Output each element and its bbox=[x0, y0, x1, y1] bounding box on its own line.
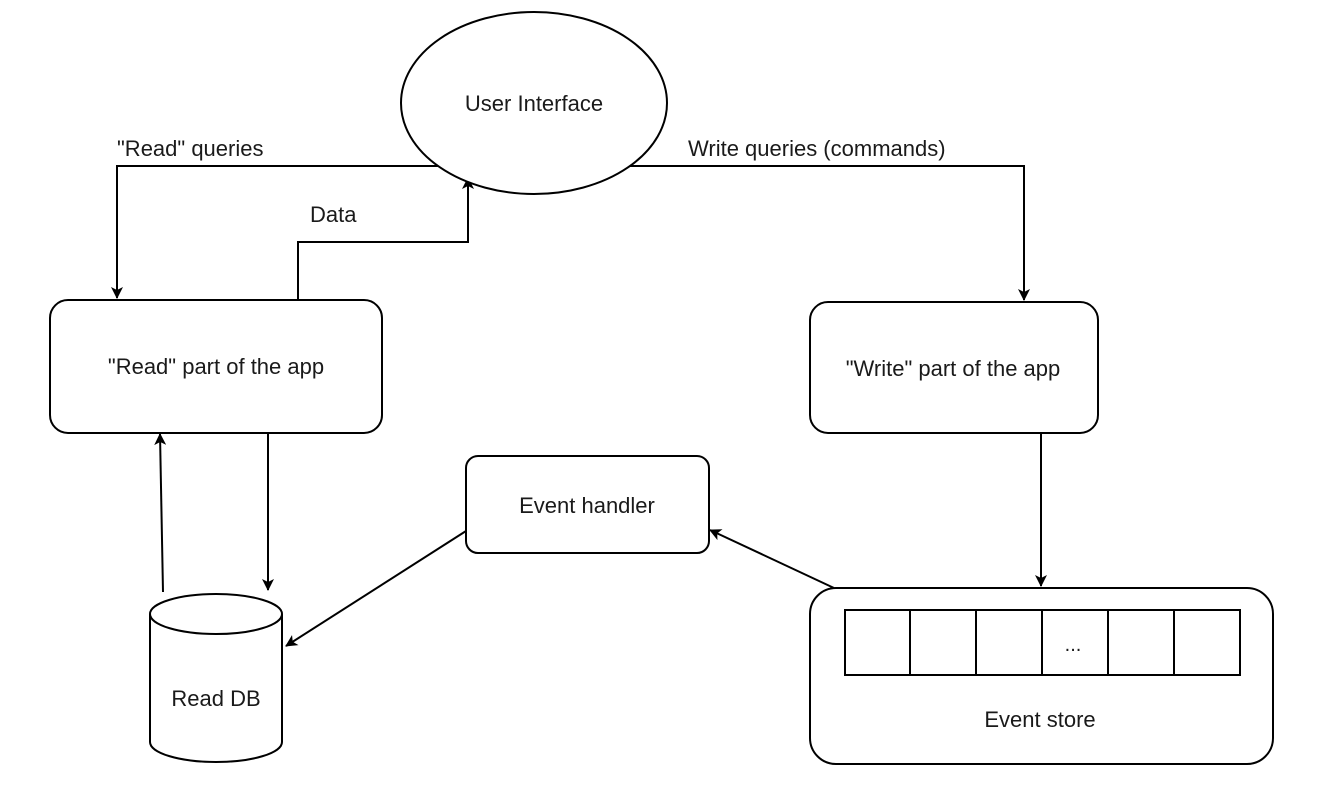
data-label: Data bbox=[310, 202, 357, 227]
read-part-label: "Read" part of the app bbox=[108, 354, 324, 379]
db-to-read-part-arrow bbox=[154, 433, 167, 593]
event-handler-label: Event handler bbox=[519, 493, 655, 518]
data-arrow bbox=[297, 177, 474, 300]
event-store-label: Event store bbox=[984, 707, 1095, 732]
event-cell bbox=[1173, 609, 1241, 676]
read-db-node: Read DB bbox=[149, 593, 283, 763]
read-part-node: "Read" part of the app bbox=[49, 299, 383, 434]
user-interface-label: User Interface bbox=[465, 91, 603, 116]
read-queries-label: "Read" queries bbox=[117, 136, 263, 161]
event-cell bbox=[1107, 609, 1175, 676]
event-store-ellipsis: ... bbox=[1065, 634, 1082, 656]
event-handler-node: Event handler bbox=[465, 455, 710, 554]
event-cell bbox=[975, 609, 1043, 676]
read-queries-arrow bbox=[111, 165, 447, 299]
write-queries-arrow bbox=[628, 165, 1030, 301]
write-part-label: "Write" part of the app bbox=[846, 356, 1061, 381]
event-cell bbox=[909, 609, 977, 676]
store-to-handler-arrow bbox=[709, 529, 835, 589]
event-store-cells bbox=[844, 609, 1241, 676]
event-cell bbox=[1041, 609, 1109, 676]
event-cell bbox=[844, 609, 911, 676]
write-part-node: "Write" part of the app bbox=[809, 301, 1099, 434]
read-db-label: Read DB bbox=[171, 686, 260, 711]
user-interface-node: User Interface bbox=[400, 11, 668, 195]
write-queries-label: Write queries (commands) bbox=[688, 136, 946, 161]
handler-to-db-arrow bbox=[285, 530, 467, 647]
event-store-node: ... Event store bbox=[809, 587, 1274, 765]
